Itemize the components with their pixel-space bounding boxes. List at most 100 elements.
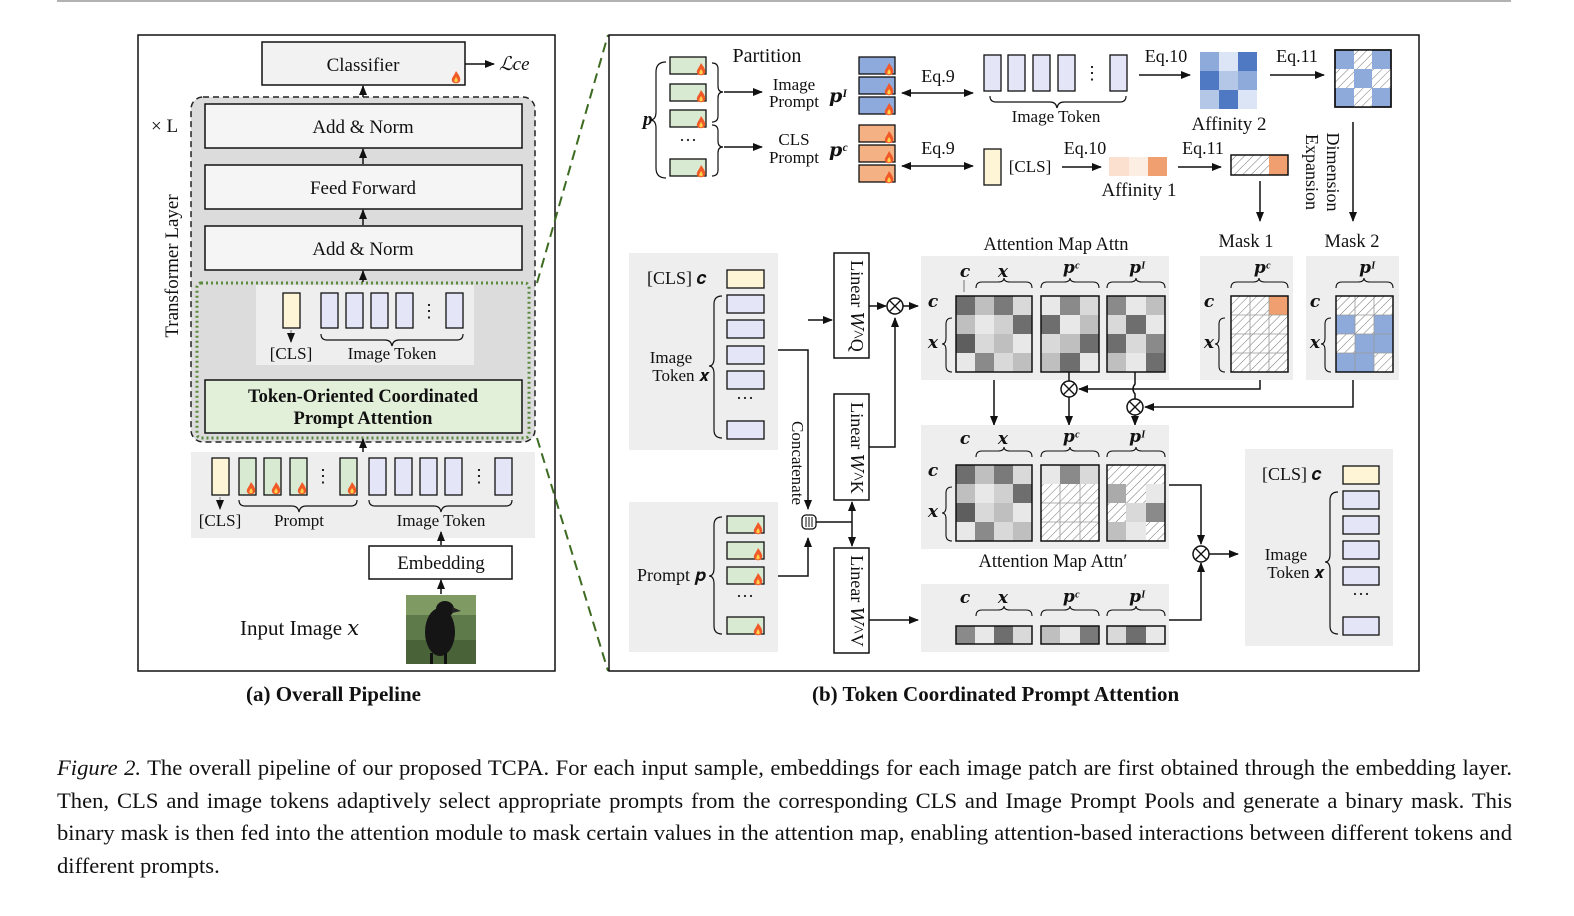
mask2-label: Mask 2 (1325, 232, 1380, 252)
linear-k-label: Linear 𝑊^K (847, 402, 867, 493)
tcpa-box (204, 379, 523, 434)
mask1-strip (1230, 154, 1289, 176)
figure-caption: Figure 2. The overall pipeline of our pr… (57, 752, 1512, 882)
affinity2-grid (1200, 52, 1257, 109)
mask1-label: Mask 1 (1219, 232, 1274, 252)
svg-text:𝒑ᴵ: 𝒑ᴵ (1359, 258, 1376, 277)
eq9-top-label: Eq.9 (921, 66, 955, 86)
feed-forward (204, 164, 523, 210)
svg-text:𝒑ᴵ: 𝒑ᴵ (1129, 258, 1146, 277)
input-cls-label: [CLS] (199, 511, 242, 530)
eq10-bottom-label: Eq.10 (1064, 138, 1107, 158)
image-token-x-line2: Token 𝒙 (652, 366, 709, 385)
svg-text:𝒄: 𝒄 (1310, 292, 1321, 311)
multiply-icon (1192, 545, 1210, 563)
svg-text:···: ··· (736, 586, 754, 606)
svg-text:⋮: ⋮ (1083, 63, 1101, 83)
svg-text:𝒑ᴵ: 𝒑ᴵ (1129, 587, 1146, 606)
svg-text:···: ··· (736, 388, 754, 408)
eq11-top-label: Eq.11 (1276, 46, 1318, 66)
affinity1-label: Affinity 1 (1101, 180, 1176, 201)
svg-text:𝒑ᶜ: 𝒑ᶜ (1254, 258, 1271, 277)
image-prompt-label-1: Image (773, 75, 815, 94)
feed-forward-label: Feed Forward (310, 178, 417, 199)
multiply-icon (1126, 398, 1144, 416)
image-prompt-stack (858, 56, 896, 116)
svg-text:⋮: ⋮ (314, 466, 332, 486)
svg-text:𝒄: 𝒄 (960, 262, 971, 281)
linear-k-box (833, 393, 870, 501)
top-cls-label: [CLS] (1009, 157, 1052, 176)
mask2-grid (1335, 295, 1394, 373)
image-token-x-line1: Image (650, 348, 692, 367)
repeat-label: × L (151, 116, 178, 137)
eq10-top-label: Eq.10 (1145, 46, 1188, 66)
prompt-p-label: Prompt 𝒑 (637, 565, 707, 585)
inner-image-tokens: ⋮ (320, 292, 464, 329)
attn-grid-c-x (955, 295, 1033, 373)
svg-text:𝒄: 𝒄 (928, 461, 939, 480)
top-image-tokens: ⋮ (983, 54, 1128, 92)
mask1-grid (1230, 295, 1289, 373)
input-image-label: Input Image 𝑥 (240, 616, 359, 640)
affinity1-strip (1109, 157, 1167, 176)
mask2-small (1334, 49, 1392, 108)
svg-text:···: ··· (1352, 584, 1370, 604)
svg-text:𝒙: 𝒙 (1203, 333, 1215, 352)
figure-caption-text: The overall pipeline of our proposed TCP… (57, 755, 1512, 878)
panel-a-caption-text: Overall Pipeline (275, 682, 421, 706)
concatenate-label: Concatenate (788, 421, 807, 505)
attn2-grid-pc (1040, 464, 1100, 542)
top-image-token-label: Image Token (1012, 107, 1101, 126)
attn2-grid-pi (1106, 464, 1166, 542)
top-cls-token (983, 148, 1002, 186)
embedding-label: Embedding (397, 553, 485, 574)
svg-text:𝒙: 𝒙 (997, 262, 1009, 281)
panel-b-caption-letter: (b) (812, 682, 838, 706)
svg-text:𝒙: 𝒙 (997, 588, 1009, 607)
eq11-bottom-label: Eq.11 (1182, 138, 1224, 158)
input-image-photo (406, 595, 476, 664)
input-image-tokens: ⋮ (368, 457, 513, 496)
input-image-token-label: Image Token (397, 511, 486, 530)
multiply-icon (1060, 380, 1078, 398)
out-cls-c-label: [CLS] 𝒄 (1262, 464, 1322, 484)
linear-q-label: Linear 𝑊^Q (847, 260, 867, 351)
svg-text:𝒙: 𝒙 (997, 429, 1009, 448)
attn-map-title: Attention Map Attn (984, 235, 1129, 255)
attn-grid-pc (1040, 295, 1100, 373)
cls-c-label: [CLS] 𝒄 (647, 268, 707, 288)
cls-prompt-stack (858, 124, 896, 184)
attn-map2-title: Attention Map Attn′ (979, 552, 1128, 572)
inner-cls-token (282, 292, 301, 329)
inner-image-token-label: Image Token (348, 344, 437, 363)
classifier-box (261, 41, 466, 86)
prompt-pool: ··· (669, 56, 707, 178)
svg-text:⋮: ⋮ (420, 301, 438, 321)
svg-text:𝒄: 𝒄 (1204, 292, 1215, 311)
output-image-tokens: ··· (1342, 490, 1380, 636)
panel-b-caption: (b) Token Coordinated Prompt Attention (812, 682, 1179, 707)
p-label: p (641, 109, 653, 130)
dimension-label: Dimension (1323, 133, 1343, 212)
input-prompt-label: Prompt (274, 511, 324, 530)
p-image-label: 𝒑ᴵ (829, 86, 848, 107)
svg-text:𝒄: 𝒄 (928, 292, 939, 311)
image-prompt-label-2: Prompt (769, 92, 819, 111)
svg-text:⋮: ⋮ (470, 466, 488, 486)
expansion-label: Expansion (1302, 134, 1322, 210)
svg-text:𝒑ᶜ: 𝒑ᶜ (1063, 258, 1080, 277)
embedding-box (368, 545, 513, 580)
add-norm-bottom (204, 225, 523, 271)
transformer-layer-label: Transformer Layer (162, 194, 183, 338)
panel-a-caption-letter: (a) (246, 682, 271, 706)
out-image-token-line2: Token 𝒙 (1267, 563, 1324, 582)
cls-prompt-label-2: Prompt (769, 148, 819, 167)
svg-text:𝒙: 𝒙 (927, 502, 939, 521)
affinity2-label: Affinity 2 (1191, 114, 1266, 135)
svg-text:𝒄: 𝒄 (960, 429, 971, 448)
add-norm-bottom-label: Add & Norm (312, 239, 414, 260)
eq9-bottom-label: Eq.9 (921, 138, 955, 158)
left-prompt-tokens: ··· (726, 515, 765, 636)
